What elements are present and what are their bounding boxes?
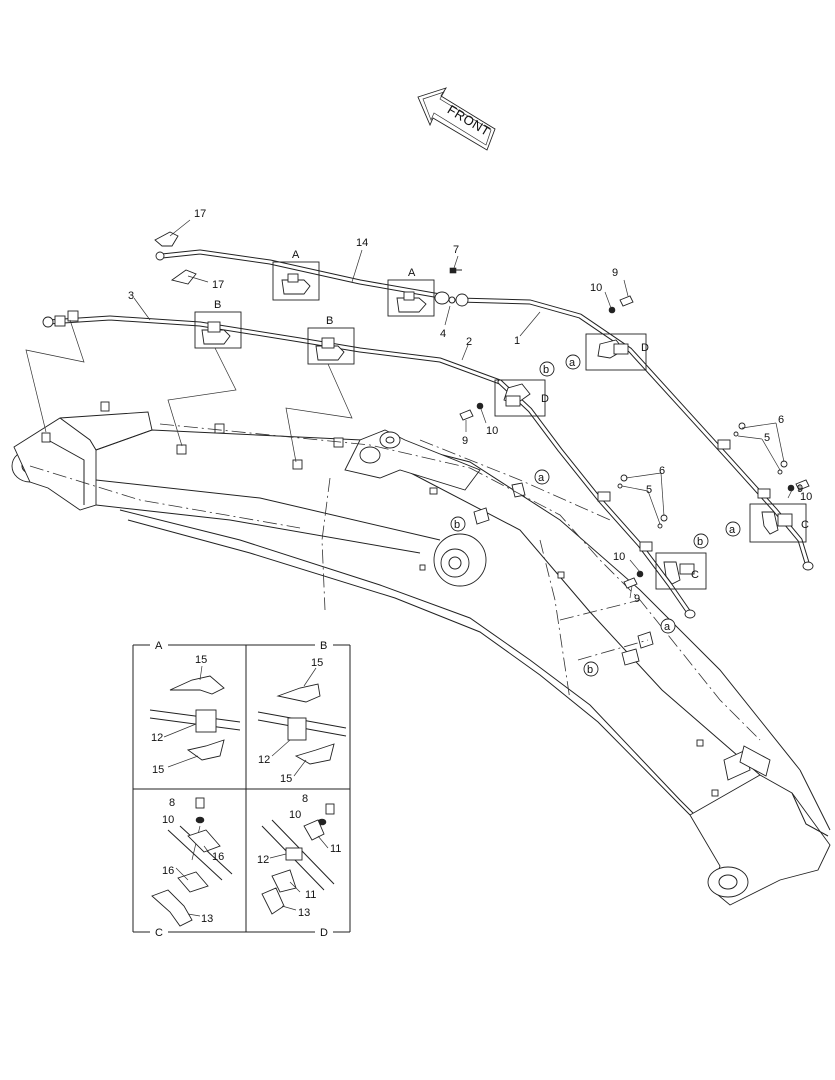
- callout-10: 10: [486, 425, 498, 437]
- callout-15: 15: [280, 773, 292, 785]
- ref-marker-b: b: [454, 519, 460, 531]
- view-b-box-2: B: [307, 315, 355, 365]
- detail-view-d: 8 10 11 12 11 13: [257, 793, 341, 919]
- detail-view-b: 15 12 15: [257, 657, 347, 785]
- view-b-box-1: B: [194, 299, 242, 349]
- callout-15: 15: [311, 657, 323, 669]
- callout-10: 10: [162, 814, 174, 826]
- clamp-17-lower: [170, 269, 197, 285]
- detail-header-d: D: [320, 927, 328, 939]
- ref-marker-a: a: [729, 524, 736, 536]
- view-d-box-2: D: [494, 379, 549, 417]
- view-label-a: A: [408, 267, 416, 279]
- callout-12: 12: [258, 754, 270, 766]
- pipe-1: [455, 297, 811, 569]
- callout-15: 15: [195, 654, 207, 666]
- callout-9: 9: [797, 483, 803, 495]
- pipe-14: [159, 249, 443, 299]
- callout-13: 13: [298, 907, 310, 919]
- callout-10: 10: [613, 551, 625, 563]
- excavator-boom: [11, 401, 831, 906]
- callout-7: 7: [453, 244, 459, 256]
- callout-17: 17: [194, 208, 206, 220]
- callout-11: 11: [330, 843, 341, 855]
- callout-5: 5: [646, 484, 652, 496]
- callout-12: 12: [257, 854, 269, 866]
- callout-12: 12: [151, 732, 163, 744]
- view-a-box-1: A: [272, 249, 320, 301]
- callout-16: 16: [162, 865, 174, 877]
- ref-marker-b: b: [587, 664, 593, 676]
- callout-9: 9: [612, 267, 618, 279]
- callout-8: 8: [169, 797, 175, 809]
- view-label-b: B: [214, 299, 221, 311]
- callout-leaders: [25, 219, 801, 599]
- view-c-box-1: C: [749, 503, 809, 543]
- detail-view-a: 15 12 15: [149, 654, 241, 776]
- callout-10: 10: [289, 809, 301, 821]
- view-label-d: D: [541, 393, 549, 405]
- detail-views-panel: A B C D 15 12 15 15: [132, 640, 351, 939]
- callout-9: 9: [634, 593, 640, 605]
- centerlines: [29, 423, 761, 741]
- view-d-box-1: D: [585, 333, 649, 371]
- callout-1: 1: [514, 335, 520, 347]
- ref-marker-a: a: [538, 472, 545, 484]
- ref-marker-a: a: [664, 621, 671, 633]
- callout-2: 2: [466, 336, 472, 348]
- reference-markers: a b a b a b a b: [450, 354, 741, 677]
- view-a-box-2: A: [387, 267, 435, 317]
- view-c-box-2: C: [655, 552, 707, 590]
- callout-numbers: 17 17 14 7 4 1 9 10 3 2 9 10 6 5 6 5 9 1…: [128, 208, 812, 605]
- bolts-and-washers: [449, 267, 810, 589]
- ref-marker-b: b: [697, 536, 703, 548]
- view-label-c: C: [691, 569, 699, 581]
- pipe-3: [45, 315, 503, 385]
- ref-marker-b: b: [543, 364, 549, 376]
- pipe-2: [497, 379, 693, 617]
- detail-header-a: A: [155, 640, 163, 652]
- view-label-c: C: [801, 519, 809, 531]
- callout-15: 15: [152, 764, 164, 776]
- callout-17: 17: [212, 279, 224, 291]
- callout-6: 6: [659, 465, 665, 477]
- callout-14: 14: [356, 237, 368, 249]
- clamp-17-upper: [154, 231, 179, 247]
- callout-8: 8: [302, 793, 308, 805]
- front-direction-arrow-icon: FRONT: [417, 87, 496, 151]
- view-label-b: B: [326, 315, 333, 327]
- callout-3: 3: [128, 290, 134, 302]
- callout-5: 5: [764, 432, 770, 444]
- callout-6: 6: [778, 414, 784, 426]
- callout-10: 10: [590, 282, 602, 294]
- callout-16: 16: [212, 851, 224, 863]
- view-label-a: A: [292, 249, 300, 261]
- view-label-d: D: [641, 342, 649, 354]
- callout-11: 11: [305, 889, 316, 901]
- callout-13: 13: [201, 913, 213, 925]
- detail-header-b: B: [320, 640, 327, 652]
- detail-header-c: C: [155, 927, 163, 939]
- pipe-end-fittings: [42, 251, 814, 619]
- callout-9: 9: [462, 435, 468, 447]
- callout-4: 4: [440, 328, 446, 340]
- ref-marker-a: a: [569, 357, 576, 369]
- detail-view-c: 8 10 16 16 13: [151, 797, 233, 927]
- callout-10: 10: [800, 491, 812, 503]
